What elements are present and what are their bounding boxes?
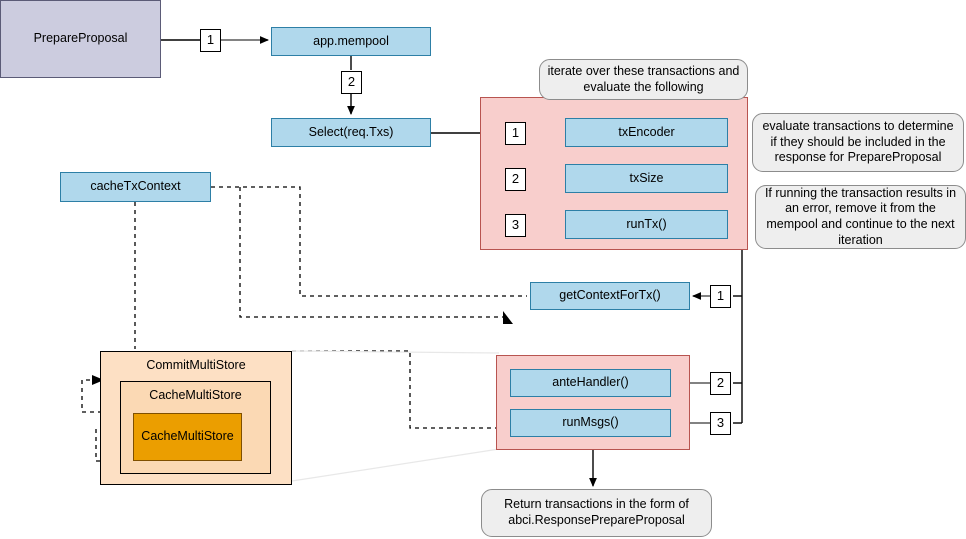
node-prepare-proposal[interactable]: PrepareProposal (0, 0, 161, 78)
node-label: cacheTxContext (90, 179, 181, 194)
node-get-context-for-tx[interactable]: getContextForTx() (530, 282, 690, 310)
node-label: txEncoder (618, 124, 675, 139)
node-ante-handler[interactable]: anteHandler() (510, 369, 671, 397)
marker-label: 1 (511, 125, 520, 141)
node-cache-multi-store-inner[interactable]: CacheMultiStore (133, 413, 242, 461)
marker-prepare-to-mempool: 1 (200, 29, 221, 52)
node-run-msgs[interactable]: runMsgs() (510, 409, 671, 437)
marker-label: 1 (716, 288, 725, 304)
callout-evaluate: evaluate transactions to determine if th… (752, 113, 964, 172)
marker-run-msgs: 3 (710, 412, 731, 435)
node-tx-encoder[interactable]: txEncoder (565, 118, 728, 147)
callout-text: evaluate transactions to determine if th… (762, 119, 954, 165)
node-cache-tx-context[interactable]: cacheTxContext (60, 172, 211, 202)
node-label: PrepareProposal (33, 31, 128, 46)
node-label: CacheMultiStore (141, 429, 234, 444)
marker-label: 2 (347, 74, 356, 90)
node-label: getContextForTx() (559, 288, 661, 303)
callout-iterate: iterate over these transactions and eval… (539, 59, 748, 100)
marker-label: 3 (511, 217, 520, 233)
marker-run-tx: 3 (505, 214, 526, 237)
callout-text: iterate over these transactions and eval… (547, 63, 740, 94)
node-label: app.mempool (313, 33, 389, 48)
marker-ante-handler: 2 (710, 372, 731, 395)
node-app-mempool[interactable]: app.mempool (271, 27, 431, 56)
marker-label: 3 (716, 415, 725, 431)
group-label: CacheMultiStore (149, 388, 242, 402)
marker-label: 2 (511, 171, 520, 187)
marker-tx-encoder: 1 (505, 122, 526, 145)
node-return-response: Return transactions in the form of abci.… (481, 489, 712, 537)
marker-label: 1 (206, 32, 215, 48)
node-label: runMsgs() (562, 415, 619, 430)
node-label: txSize (629, 170, 664, 185)
node-select-req-txs[interactable]: Select(req.Txs) (271, 118, 431, 147)
node-run-tx[interactable]: runTx() (565, 210, 728, 239)
callout-text: Return transactions in the form of abci.… (504, 497, 689, 527)
marker-tx-size: 2 (505, 168, 526, 191)
marker-label: 2 (716, 375, 725, 391)
node-label: anteHandler() (552, 375, 629, 390)
marker-get-context: 1 (710, 285, 731, 308)
callout-error: If running the transaction results in an… (755, 185, 966, 249)
marker-mempool-to-select: 2 (341, 71, 362, 94)
group-label: CommitMultiStore (146, 358, 246, 372)
node-tx-size[interactable]: txSize (565, 164, 728, 193)
node-label: runTx() (626, 216, 667, 231)
callout-text: If running the transaction results in an… (764, 185, 957, 247)
node-label: Select(req.Txs) (308, 124, 394, 139)
